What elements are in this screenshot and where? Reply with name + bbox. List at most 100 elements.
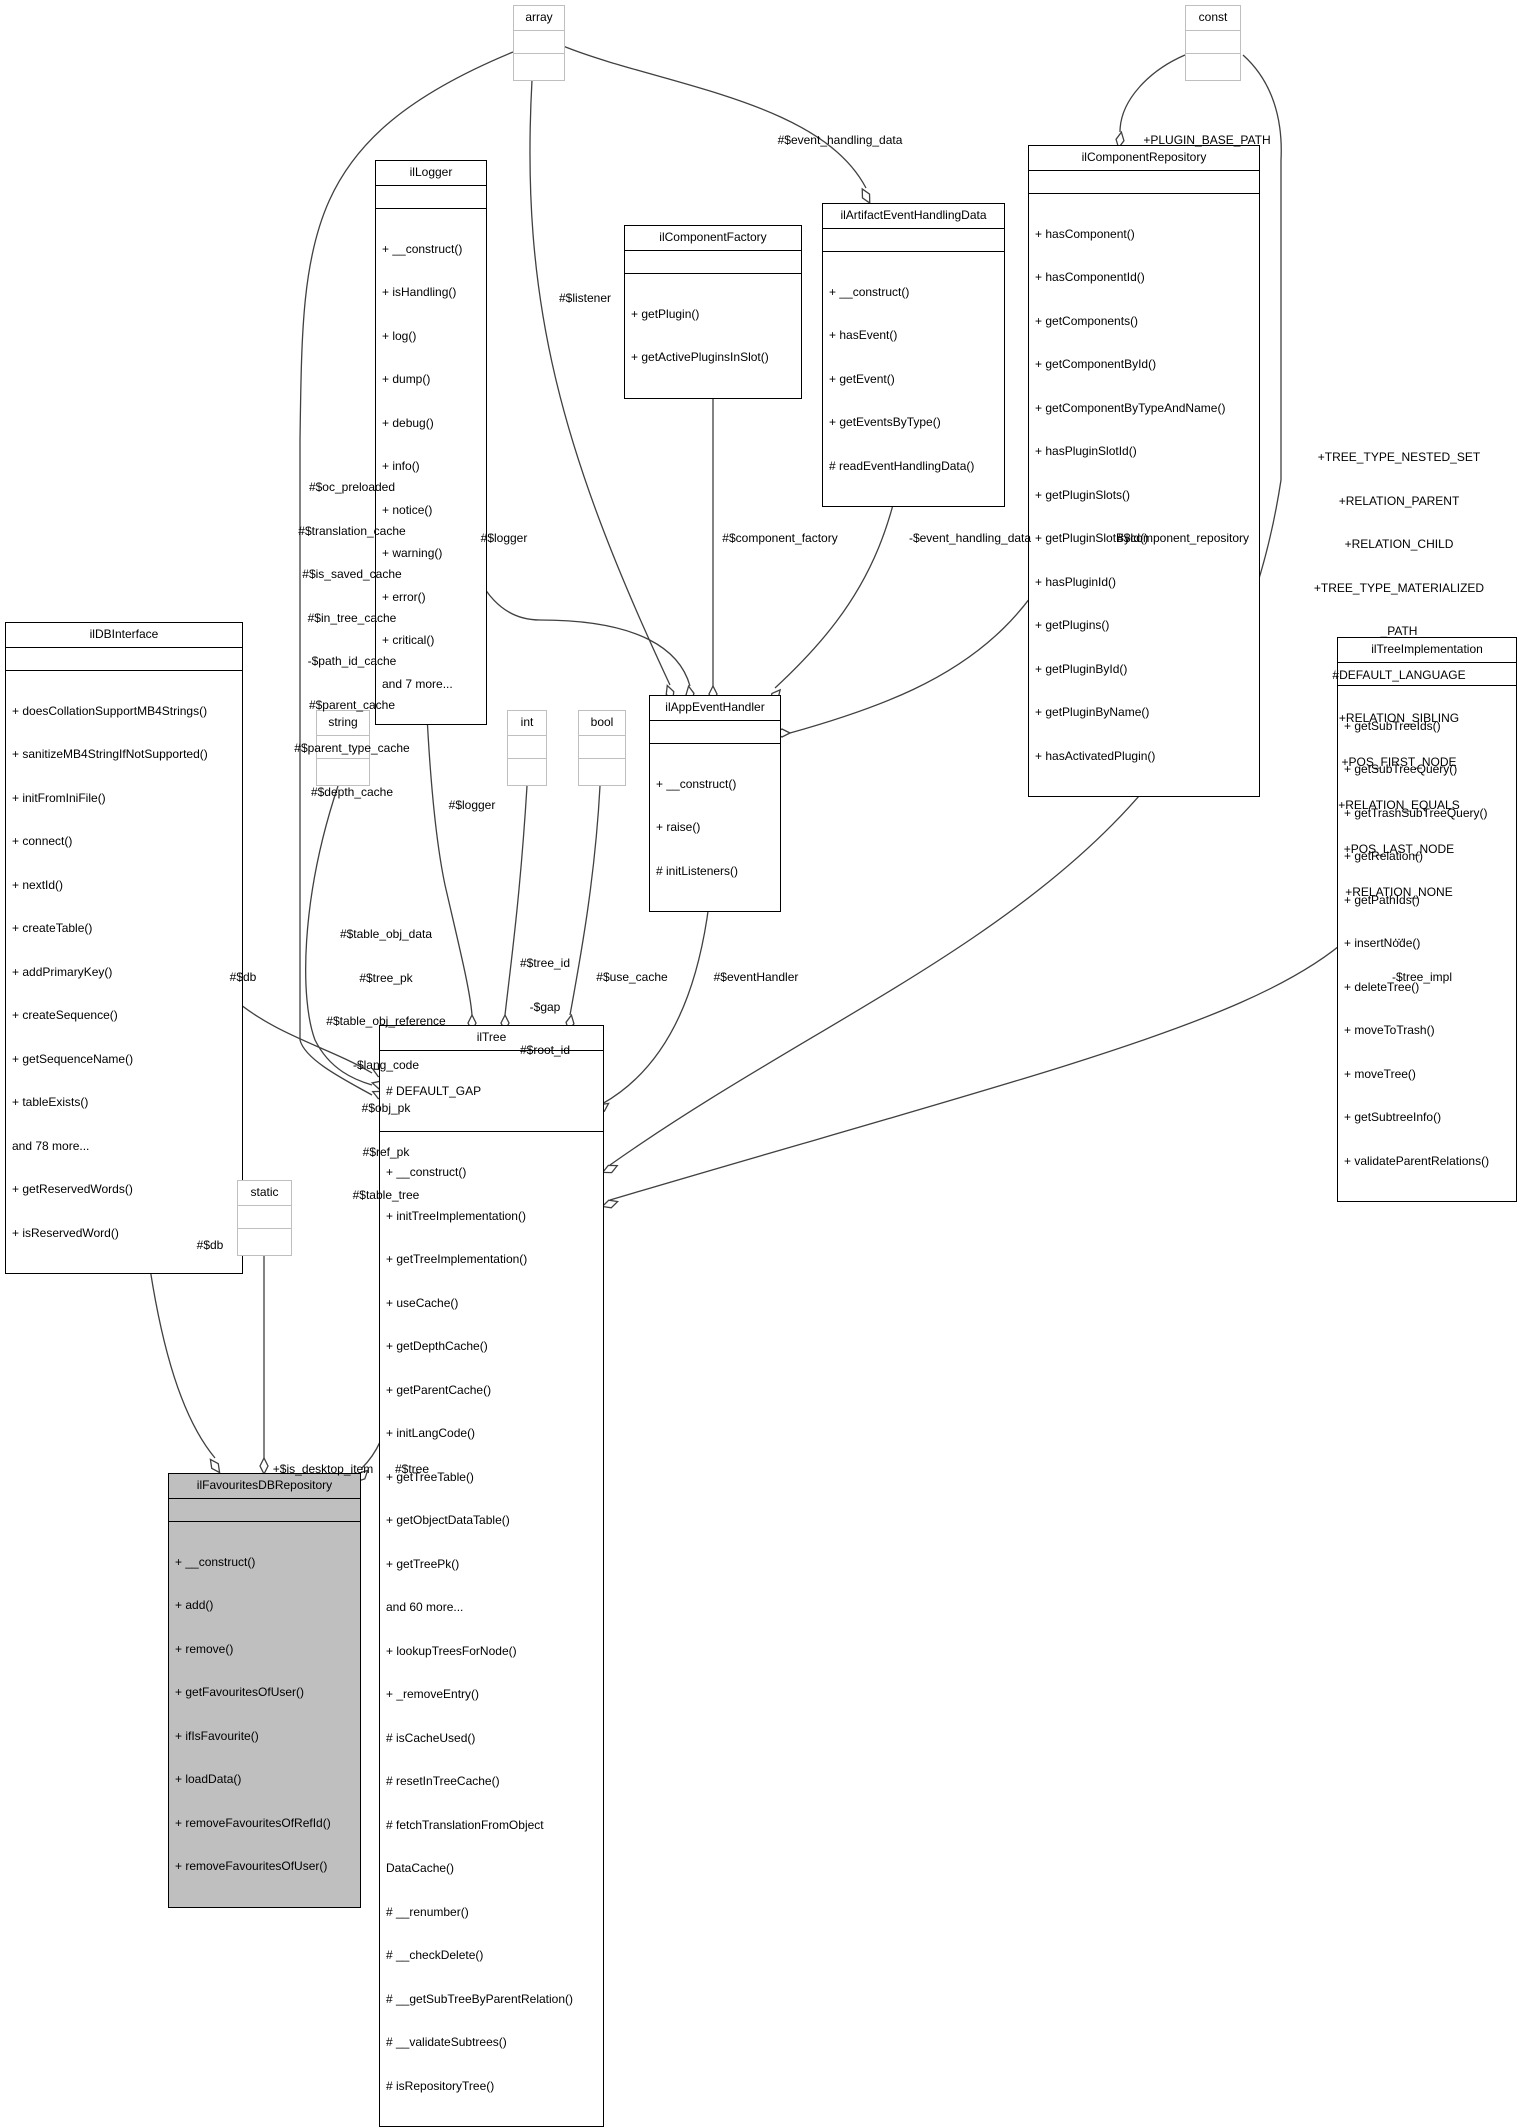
class-ilcomponentfactory[interactable]: ilComponentFactory + getPlugin() + getAc…	[624, 225, 802, 399]
class-static[interactable]: static	[237, 1180, 292, 1256]
method: + __construct()	[175, 1554, 256, 1569]
class-iltree-attributes: # DEFAULT_GAP	[380, 1051, 603, 1132]
class-illogger-methods: + __construct() + isHandling() + log() +…	[376, 209, 486, 725]
class-array[interactable]: array	[513, 5, 565, 81]
method: + lookupTreesForNode()	[386, 1643, 517, 1658]
method: DataCache()	[386, 1861, 455, 1875]
method: + log()	[382, 328, 417, 343]
method: # isCacheUsed()	[386, 1730, 476, 1745]
class-static-methods	[238, 1229, 291, 1251]
edge-label-event-handling-data-handler: -$event_handling_data	[908, 531, 1032, 545]
method: + getRelation()	[1344, 849, 1424, 863]
class-ilcomponentfactory-methods: + getPlugin() + getActivePluginsInSlot()	[625, 274, 801, 398]
method: + removeFavouritesOfUser()	[175, 1859, 328, 1873]
method: + moveTree()	[1344, 1066, 1416, 1081]
method: + info()	[382, 459, 420, 473]
method: + getPlugin()	[631, 306, 700, 321]
class-ilcomponentfactory-name: ilComponentFactory	[625, 226, 801, 251]
attribute: # DEFAULT_GAP	[386, 1083, 482, 1098]
edge-label-const-tree: +TREE_TYPE_NESTED_SET +RELATION_PARENT +…	[1313, 450, 1485, 943]
class-illogger[interactable]: ilLogger + __construct() + isHandling() …	[375, 160, 487, 725]
method: # fetchTranslationFromObject	[386, 1817, 544, 1832]
class-ildbinterface-attributes	[6, 648, 242, 671]
method: # __checkDelete()	[386, 1948, 484, 1962]
edge-label-tree-fav: #$tree	[394, 1462, 430, 1476]
class-string[interactable]: string	[316, 710, 370, 786]
class-ilfavouritesdbrepository-attributes	[169, 1499, 360, 1522]
edge-label-component-factory: #$component_factory	[722, 531, 838, 545]
class-int-methods	[508, 759, 546, 781]
class-static-name: static	[238, 1181, 291, 1206]
method: + moveToTrash()	[1344, 1023, 1435, 1037]
class-iltreeimplementation-name: ilTreeImplementation	[1338, 638, 1516, 663]
method: # __renumber()	[386, 1904, 469, 1919]
method: + raise()	[656, 820, 701, 834]
class-const[interactable]: const	[1185, 5, 1241, 81]
class-ilappeventhandler[interactable]: ilAppEventHandler + __construct() + rais…	[649, 695, 781, 912]
method: + notice()	[382, 502, 433, 517]
method: + __construct()	[386, 1165, 467, 1179]
method: # isRepositoryTree()	[386, 2078, 495, 2093]
edge-label-int-tree: #$tree_id -$gap #$root_id	[519, 956, 571, 1057]
method: + getComponentByTypeAndName()	[1035, 400, 1226, 415]
method: + getEvent()	[829, 371, 895, 386]
edge-label-logger-tree: #$logger	[448, 798, 496, 812]
method: + getPluginById()	[1035, 661, 1128, 676]
method: + initTreeImplementation()	[386, 1208, 526, 1223]
edge-int-tree	[504, 785, 528, 1016]
method: + getPlugins()	[1035, 618, 1110, 632]
class-const-attributes	[1186, 31, 1240, 54]
method: + insertNode()	[1344, 936, 1421, 950]
method: + getSequenceName()	[12, 1051, 134, 1066]
class-bool-attributes	[579, 736, 625, 759]
edge-label-string-tree: #$table_obj_data #$tree_pk #$table_obj_r…	[326, 927, 446, 1202]
edge-label-listener: #$listener	[558, 291, 612, 305]
method: + getReservedWords()	[12, 1182, 133, 1196]
edge-label-bool-tree: #$use_cache	[596, 970, 668, 984]
class-int-attributes	[508, 736, 546, 759]
class-illogger-name: ilLogger	[376, 161, 486, 186]
edge-label-component-repository: #$component_repository	[1116, 531, 1250, 545]
edge-label-logger-handler: #$logger	[480, 531, 528, 545]
method: + getEventsByType()	[829, 415, 941, 429]
class-ilfavouritesdbrepository[interactable]: ilFavouritesDBRepository + __construct()…	[168, 1473, 361, 1908]
edge-label-array-tree: #$oc_preloaded #$translation_cache #$is_…	[294, 480, 410, 799]
method: and 60 more...	[386, 1600, 464, 1614]
method: + getSubtreeInfo()	[1344, 1110, 1442, 1124]
edge-label-is-desktop-item: +$is_desktop_item	[272, 1462, 374, 1476]
method: + getSubTreeQuery()	[1344, 762, 1458, 776]
class-array-attributes	[514, 31, 564, 54]
class-bool[interactable]: bool	[578, 710, 626, 786]
method: + getPathIds()	[1344, 892, 1420, 907]
method: + __construct()	[382, 241, 463, 256]
class-iltree-methods: + __construct() + initTreeImplementation…	[380, 1132, 603, 2126]
class-ilcomponentfactory-attributes	[625, 251, 801, 274]
method: + add()	[175, 1598, 214, 1612]
method: + getActivePluginsInSlot()	[631, 350, 769, 364]
method: + sanitizeMB4StringIfNotSupported()	[12, 747, 208, 761]
class-string-attributes	[317, 736, 369, 759]
method: # __validateSubtrees()	[386, 2035, 507, 2049]
method: + getParentCache()	[386, 1382, 492, 1397]
class-iltreeimplementation[interactable]: ilTreeImplementation + getSubTreeIds() +…	[1337, 637, 1517, 1202]
method: + ifIsFavourite()	[175, 1728, 259, 1743]
class-ilartifacteventhandlingdata-attributes	[823, 229, 1004, 252]
edge-label-db-tree: #$db	[229, 970, 257, 984]
method: + getObjectDataTable()	[386, 1513, 510, 1527]
method: + validateParentRelations()	[1344, 1153, 1490, 1168]
class-int[interactable]: int	[507, 710, 547, 786]
method: and 78 more...	[12, 1138, 90, 1153]
method: + getPluginByName()	[1035, 705, 1150, 719]
class-ilartifacteventhandlingdata[interactable]: ilArtifactEventHandlingData + __construc…	[822, 203, 1005, 507]
class-ildbinterface[interactable]: ilDBInterface + doesCollationSupportMB4S…	[5, 622, 243, 1274]
method: + critical()	[382, 633, 435, 647]
class-array-methods	[514, 54, 564, 76]
method: # initListeners()	[656, 863, 739, 878]
class-bool-name: bool	[579, 711, 625, 736]
class-ilcomponentrepository[interactable]: ilComponentRepository + hasComponent() +…	[1028, 145, 1260, 797]
method: and 7 more...	[382, 676, 453, 691]
class-ilfavouritesdbrepository-name: ilFavouritesDBRepository	[169, 1474, 360, 1499]
method: + getTreePk()	[386, 1556, 460, 1571]
method: + useCache()	[386, 1295, 459, 1310]
edge-label-tree-impl: -$tree_impl	[1391, 970, 1453, 984]
